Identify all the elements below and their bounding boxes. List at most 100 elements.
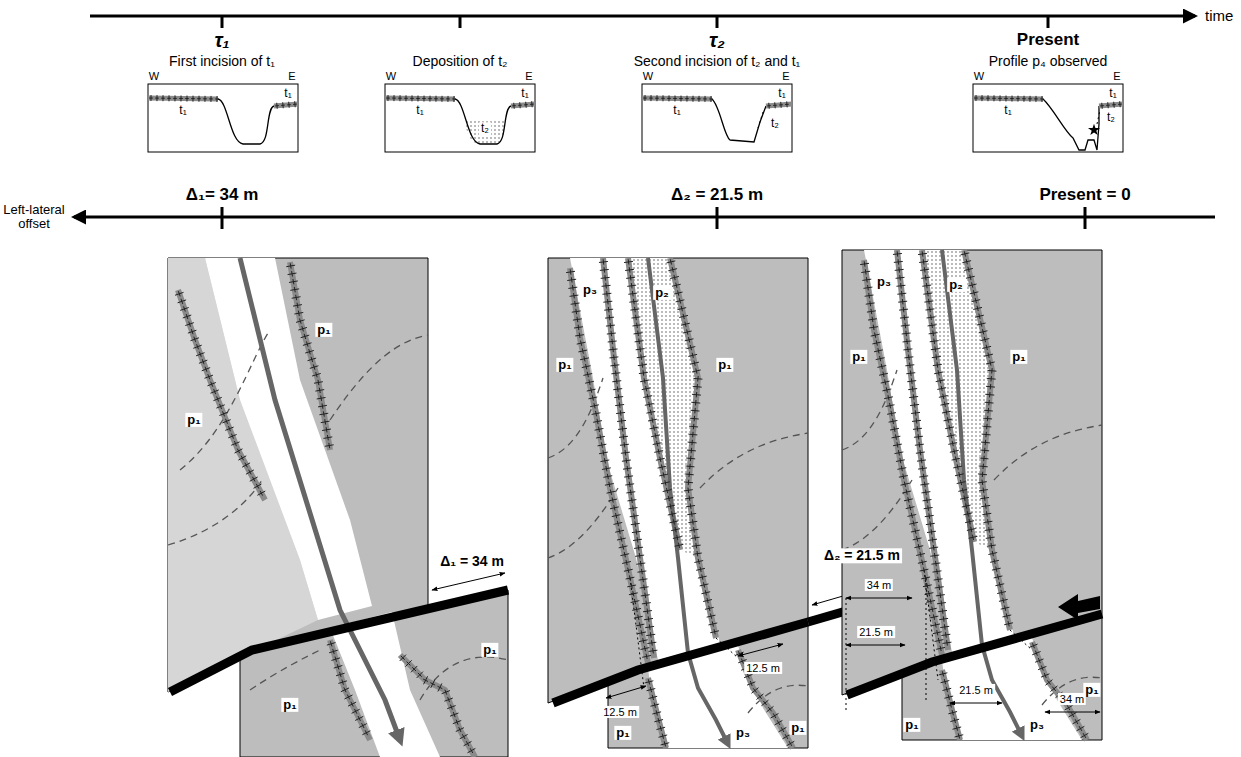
terrace-tick [398,95,402,101]
terrace-tick [687,511,696,516]
terrace-tick [620,442,629,447]
terrace-tick [787,741,795,746]
terrace-tick [453,720,461,725]
line-art [846,645,905,646]
terrace-tick [691,400,700,405]
figure-label: p₁ [481,643,498,657]
terrace-tick [953,464,962,469]
terrace-tick [630,307,639,312]
terrace-tick [633,323,642,328]
terrace-tick [893,442,902,447]
terrace-tick [916,552,925,557]
terrace-tick [675,543,684,548]
terrace-tick [648,695,657,700]
terrace-tick [975,314,984,319]
terrace-tick [1029,643,1037,648]
line-art [603,258,654,658]
terrace-tick [952,457,961,462]
terrace-tick [444,697,452,702]
terrace-tick [766,706,773,712]
terrace-tick [966,275,975,280]
terrace-tick [609,355,618,360]
terrace-tick [1077,726,1085,731]
terrace-tick [620,552,629,557]
terrace-tick [612,379,621,384]
terrace-tick [747,681,755,686]
terrace-tick [893,251,902,256]
terrace-tick [599,450,608,455]
terrace-tick [986,95,990,101]
terrace-tick [910,402,919,407]
figure-label: Deposition of t₂ [411,54,510,69]
terrace-tick [327,641,336,646]
terrace-tick [638,362,647,367]
terrace-tick [1040,96,1044,102]
line-art [1042,677,1102,705]
terrace-tick [288,271,297,276]
terrace-tick [907,513,916,518]
terrace-tick [901,323,910,328]
terrace-tick [193,344,201,349]
terrace-tick [602,291,611,296]
terrace-tick [213,396,221,401]
figure-label: t₁ [177,104,188,117]
map-area [330,612,440,757]
terrace-tick [647,640,656,645]
terrace-tick [645,402,654,407]
terrace-tick [636,561,645,566]
terrace-tick [986,384,995,389]
terrace-tick [896,458,905,463]
terrace-tick [352,709,360,714]
figure-label: p₁ [556,358,573,372]
terrace-tick [615,402,624,407]
terrace-tick [985,400,994,405]
terrace-tick [914,434,923,439]
terrace-tick [639,577,648,582]
terrace-tick [978,472,987,477]
terrace-tick [933,569,942,574]
figure-part [973,84,1123,152]
terrace-tick [933,362,942,367]
terrace-tick [687,345,696,350]
terrace-tick [941,632,950,637]
line-art [942,250,1022,736]
terrace-tick [568,285,577,290]
figure-label: p₂ [653,286,671,300]
terrace-tick [583,372,592,377]
terrace-tick [314,380,323,385]
terrace-tick [303,341,312,346]
terrace-tick [700,582,709,587]
terrace-tick [925,307,934,312]
terrace-tick [207,382,215,387]
terrace-tick [908,386,917,391]
terrace-tick [637,569,646,574]
terrace-tick [987,376,996,381]
line-art [553,622,808,703]
terrace-tick [981,440,990,445]
terrace-tick [979,464,988,469]
terrace-tick [924,299,933,304]
line-art [400,655,475,757]
terrace-tick [598,442,607,447]
terrace-tick [1002,613,1011,618]
terrace-tick [281,102,285,108]
terrace-tick [899,474,908,479]
terrace-tick [924,505,933,510]
terrace-tick [663,488,672,493]
terrace-tick [960,496,969,501]
line-art [178,290,265,500]
line-art [846,598,912,599]
terrace-tick [634,615,643,620]
terrace-tick [692,543,701,548]
terrace-tick [305,349,314,354]
cross-section [148,84,298,152]
terrace-tick [338,680,347,685]
terrace-tick [990,559,999,564]
terrace-tick [927,529,936,534]
cross-section [385,84,535,152]
terrace-tick [894,259,903,264]
terrace-tick [639,370,648,375]
terrace-tick [225,426,233,431]
terrace-tick [400,655,406,661]
terrace-tick [985,392,994,397]
